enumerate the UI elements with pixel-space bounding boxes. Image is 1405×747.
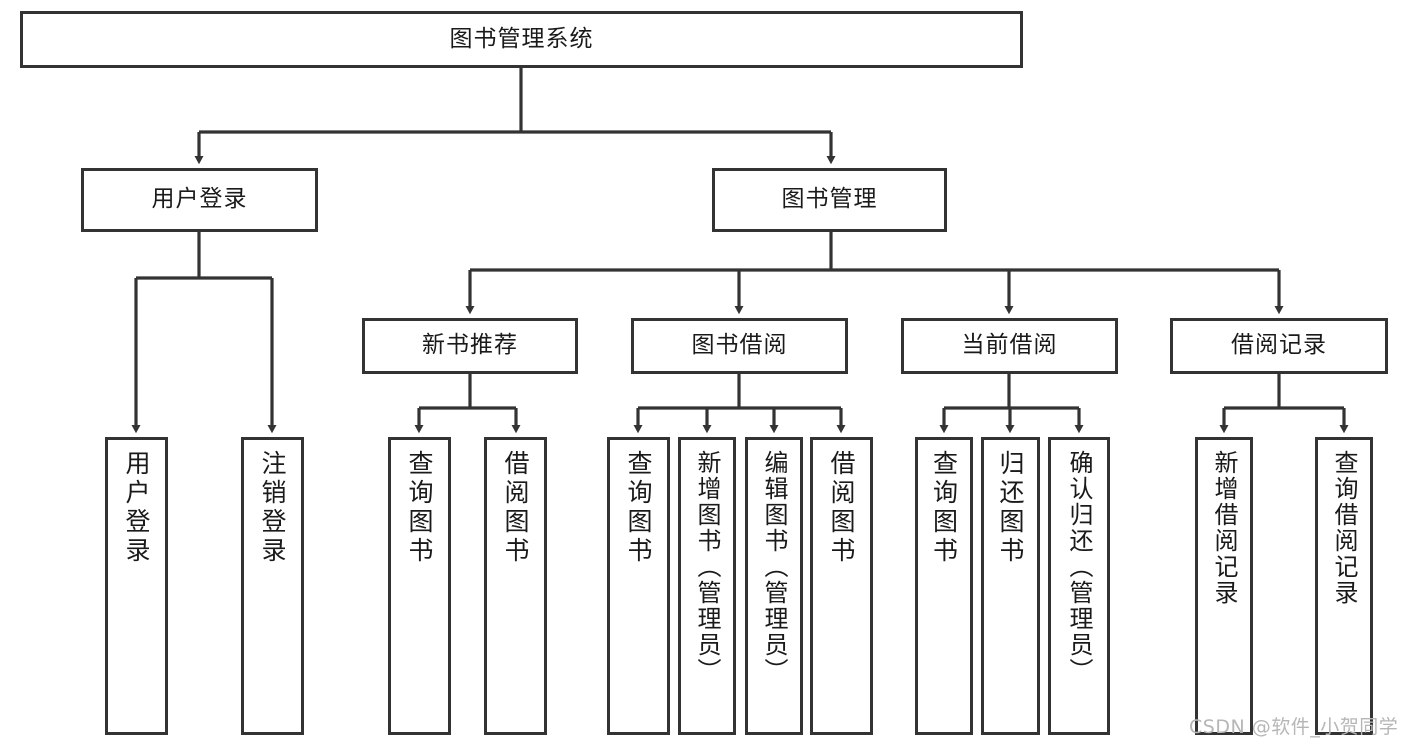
node-label: 查询图书 <box>929 450 959 566</box>
node-label: 新增图书（管理员） <box>693 450 721 684</box>
node-current-borrow[interactable]: 当前借阅 <box>901 318 1118 374</box>
node-label: 图书管理 <box>781 186 878 213</box>
node-book-borrow[interactable]: 图书借阅 <box>631 318 848 374</box>
node-leaf-user-login[interactable]: 用户登录 <box>105 437 168 735</box>
node-label: 查询图书 <box>624 450 653 566</box>
node-leaf-add-book[interactable]: 新增图书（管理员） <box>678 437 736 735</box>
node-label: 新增借阅记录 <box>1210 450 1238 606</box>
node-label: 确认归还（管理员） <box>1065 450 1093 684</box>
node-leaf-add-borrow-record[interactable]: 新增借阅记录 <box>1195 437 1253 735</box>
node-leaf-query-borrow-record[interactable]: 查询借阅记录 <box>1315 437 1373 735</box>
node-label: 新书推荐 <box>422 332 518 359</box>
node-label: 编辑图书（管理员） <box>760 450 788 684</box>
node-leaf-query-book-3[interactable]: 查询图书 <box>915 437 973 735</box>
watermark: CSDN @软件_小贺同学 <box>1189 716 1399 738</box>
node-leaf-confirm-return[interactable]: 确认归还（管理员） <box>1048 437 1110 735</box>
node-label: 当前借阅 <box>961 332 1058 359</box>
node-label: 用户登录 <box>151 186 248 213</box>
node-label: 借阅记录 <box>1231 332 1327 359</box>
node-borrow-record[interactable]: 借阅记录 <box>1170 318 1388 374</box>
node-book-manage[interactable]: 图书管理 <box>712 168 947 232</box>
node-label: 查询借阅记录 <box>1330 450 1358 606</box>
node-root-system[interactable]: 图书管理系统 <box>20 11 1023 68</box>
node-leaf-query-book-1[interactable]: 查询图书 <box>388 437 451 735</box>
node-new-book-recommend[interactable]: 新书推荐 <box>362 318 578 374</box>
node-label: 查询图书 <box>405 450 434 566</box>
node-label: 图书管理系统 <box>449 25 594 52</box>
node-label: 借阅图书 <box>501 450 530 566</box>
node-user-login[interactable]: 用户登录 <box>81 168 318 232</box>
node-label: 用户登录 <box>122 450 151 566</box>
node-leaf-return-book[interactable]: 归还图书 <box>981 437 1040 735</box>
node-leaf-borrow-book-2[interactable]: 借阅图书 <box>810 437 873 735</box>
node-label: 图书借阅 <box>691 332 788 359</box>
node-leaf-logout[interactable]: 注销登录 <box>241 437 304 735</box>
node-leaf-query-book-2[interactable]: 查询图书 <box>607 437 670 735</box>
node-label: 注销登录 <box>258 450 287 566</box>
node-leaf-edit-book[interactable]: 编辑图书（管理员） <box>745 437 803 735</box>
node-leaf-borrow-book-1[interactable]: 借阅图书 <box>484 437 547 735</box>
node-label: 归还图书 <box>996 450 1025 566</box>
node-label: 借阅图书 <box>827 450 856 566</box>
